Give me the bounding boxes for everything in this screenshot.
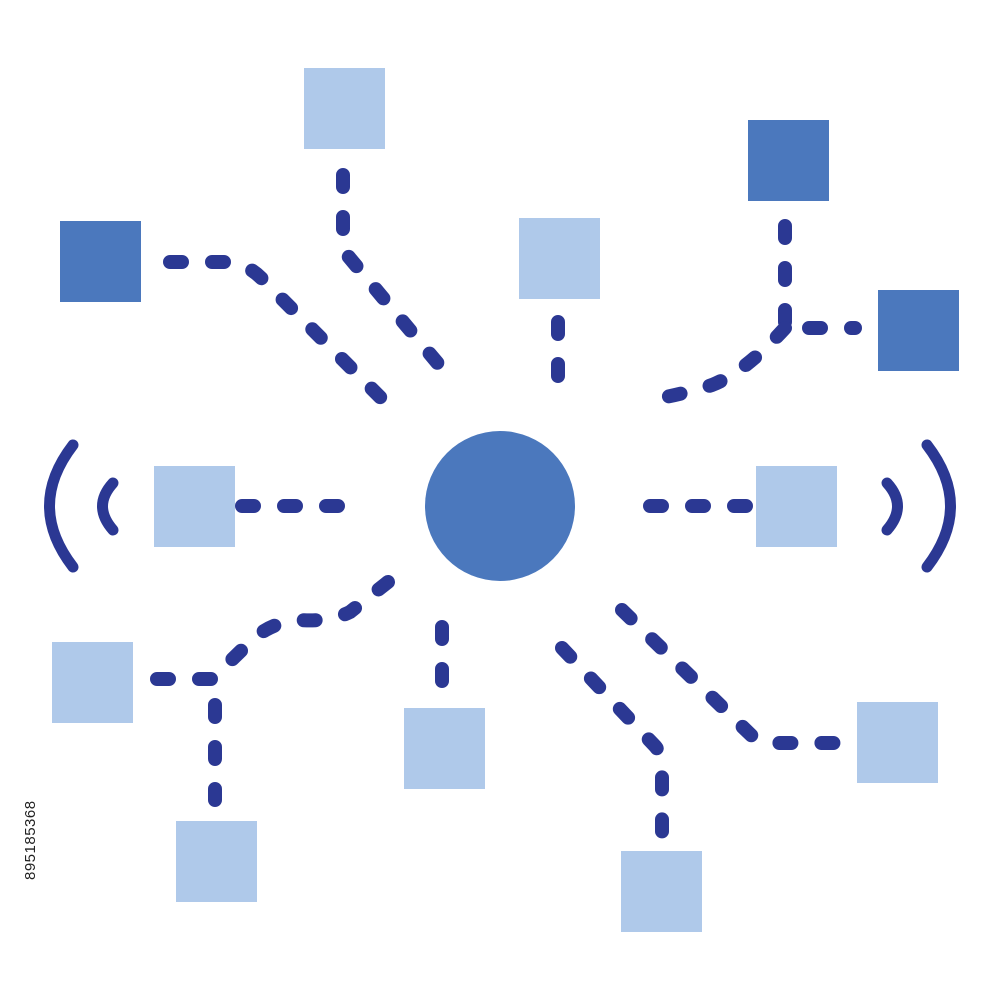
dark-nodes: [60, 120, 959, 371]
connector-line: [633, 321, 792, 409]
node-square: [176, 821, 257, 902]
signal-wave-icon: [97, 477, 119, 536]
signal-waves: [44, 439, 956, 573]
node-square: [154, 466, 235, 547]
light-nodes: [52, 68, 938, 932]
connector-line: [150, 672, 222, 807]
signal-wave-icon: [881, 477, 903, 536]
stock-image-id: 895185368: [22, 800, 39, 880]
connector-line: [208, 575, 395, 683]
connector-line: [555, 641, 669, 852]
node-square: [52, 642, 133, 723]
signal-wave-icon: [921, 439, 956, 573]
node-square: [756, 466, 837, 547]
connector-line: [336, 168, 452, 379]
node-square: [857, 702, 938, 783]
connector-lines: [150, 168, 862, 852]
node-square: [304, 68, 385, 149]
hub-node: [425, 431, 575, 581]
signal-wave-icon: [44, 439, 79, 573]
node-square: [404, 708, 485, 789]
node-square: [878, 290, 959, 371]
node-square: [748, 120, 829, 201]
connector-line: [615, 603, 857, 750]
connector-line: [778, 219, 862, 335]
node-square: [519, 218, 600, 299]
node-square: [621, 851, 702, 932]
node-square: [60, 221, 141, 302]
connector-line: [163, 255, 402, 419]
